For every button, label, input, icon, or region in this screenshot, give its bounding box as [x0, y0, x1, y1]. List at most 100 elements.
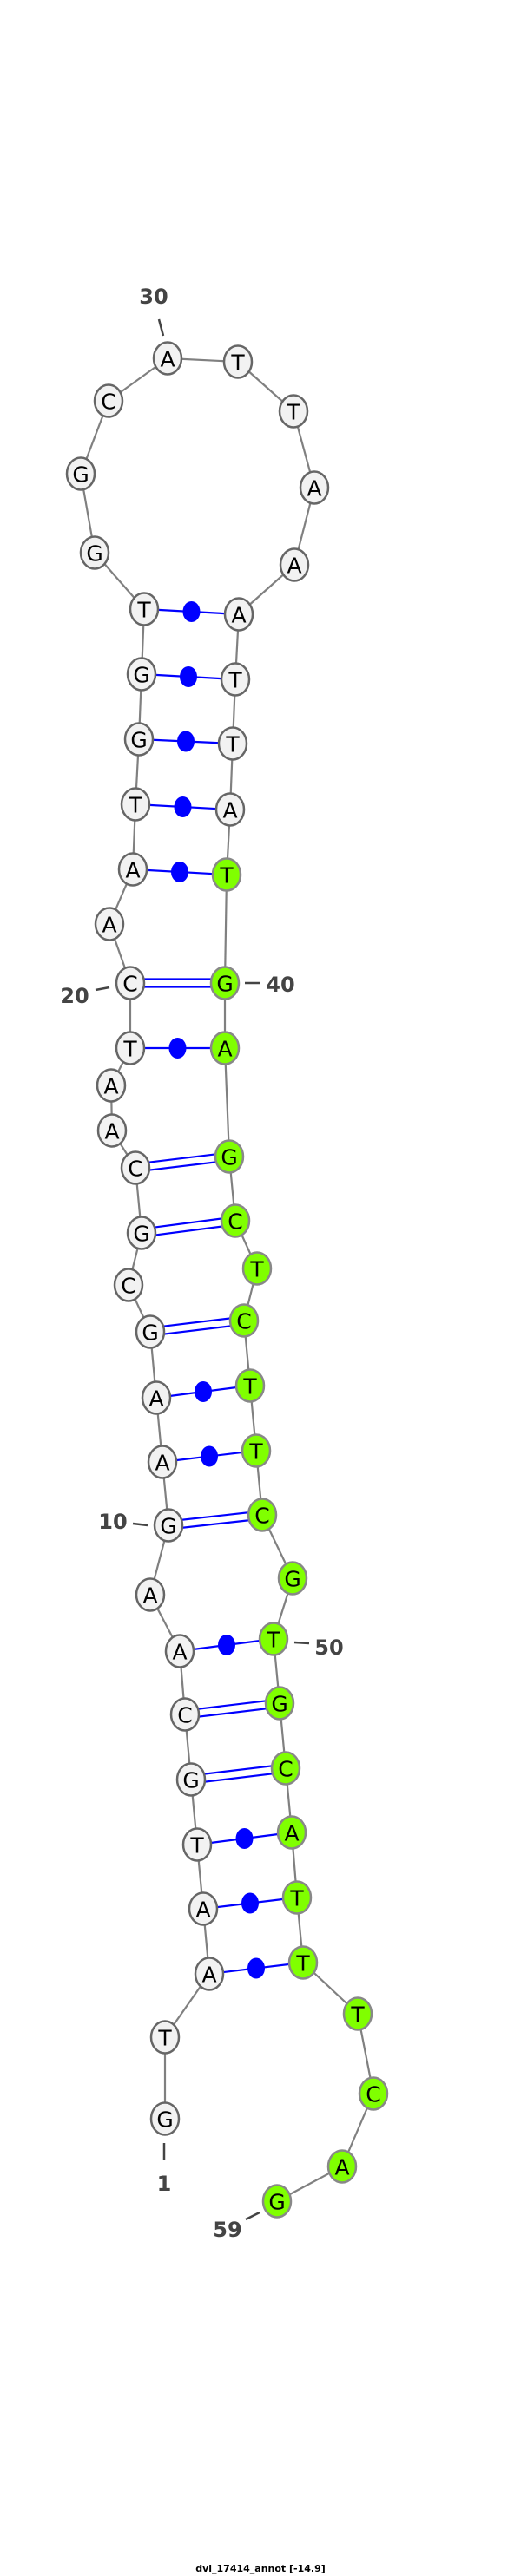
- nucleotide-20: C: [115, 966, 146, 1000]
- nucleotide-letter: T: [230, 351, 245, 376]
- nucleotide-letter: T: [219, 863, 234, 888]
- nucleotide-circle: [217, 726, 248, 761]
- nucleotide-letter: T: [189, 1833, 204, 1858]
- nucleotide-36: T: [220, 662, 251, 697]
- nucleotide-3: A: [194, 1957, 225, 1991]
- pair-dot: [168, 1038, 187, 1059]
- nucleotide-circle: [342, 1996, 373, 2031]
- nucleotide-33: A: [299, 470, 330, 505]
- pair-bond-line: [141, 1216, 235, 1230]
- number-text: 20: [60, 984, 89, 1008]
- pair-dot: [182, 601, 201, 622]
- nucleotide-letter: A: [195, 1898, 210, 1923]
- base-pair-3-55: [208, 1957, 304, 1979]
- nucleotide-15: G: [126, 1216, 157, 1250]
- nucleotide-circle: [223, 597, 254, 632]
- nucleotide-letter: G: [271, 1692, 287, 1717]
- nucleotide-letter: T: [295, 1951, 310, 1976]
- nucleotide-letter: A: [103, 1074, 118, 1099]
- nucleotide-16: C: [120, 1150, 151, 1185]
- base-pair-7-51: [184, 1698, 280, 1720]
- nucleotide-12: A: [141, 1380, 172, 1415]
- nucleotide-letter: A: [142, 1583, 157, 1609]
- nucleotide-circle: [181, 1827, 213, 1862]
- pair-bond-line: [135, 1159, 230, 1173]
- pair-dot: [218, 1635, 235, 1655]
- nucleotide-letter: T: [122, 1037, 137, 1062]
- nucleotide-6: G: [175, 1762, 207, 1797]
- base-pair-8-50: [179, 1635, 274, 1655]
- nucleotide-letter: A: [222, 798, 237, 823]
- nucleotide-56: T: [342, 1996, 373, 2031]
- nucleotide-13: G: [135, 1314, 166, 1349]
- nucleotide-22: A: [117, 852, 148, 887]
- nucleotide-letter: T: [266, 1628, 280, 1653]
- nucleotide-letter: C: [228, 1209, 242, 1235]
- nucleotide-23: T: [120, 787, 151, 822]
- base-pair-26-35: [143, 601, 240, 622]
- nucleotide-letter: A: [104, 1119, 119, 1144]
- nucleotide-circle: [214, 792, 246, 827]
- nucleotide-38: A: [214, 792, 246, 827]
- nucleotide-1: G: [149, 2101, 181, 2136]
- base-pair-10-48: [168, 1510, 263, 1531]
- nucleotide-7: C: [169, 1697, 201, 1732]
- nucleotide-43: C: [220, 1203, 251, 1238]
- pair-dot: [171, 862, 188, 882]
- nucleotide-letter: A: [307, 476, 321, 501]
- nucleotide-letter: G: [130, 728, 147, 753]
- nucleotide-51: G: [264, 1686, 295, 1721]
- nucleotide-circle: [228, 1303, 260, 1338]
- backbone-segment: [223, 874, 228, 984]
- nucleotide-47: T: [241, 1433, 272, 1468]
- nucleotide-letter: T: [157, 2026, 172, 2051]
- nucleotide-letter: T: [289, 1886, 304, 1911]
- nucleotide-letter: C: [121, 1274, 135, 1299]
- nucleotide-circle: [299, 470, 330, 505]
- nucleotide-2: T: [149, 2020, 181, 2055]
- nucleotide-30: A: [152, 341, 183, 376]
- nucleotide-letter: G: [268, 2190, 285, 2215]
- nucleotide-letter: G: [284, 1567, 300, 1592]
- nucleotide-41: A: [209, 1031, 241, 1065]
- nucleotide-44: T: [241, 1251, 273, 1286]
- nucleotide-34: A: [279, 547, 310, 582]
- nucleotide-letter: G: [182, 1768, 199, 1793]
- base-pair-12-46: [155, 1381, 251, 1402]
- nucleotide-29: C: [93, 383, 124, 418]
- nucleotide-52: C: [270, 1751, 301, 1786]
- nucleotide-letter: G: [160, 1514, 176, 1539]
- nucleotide-letter: C: [128, 1157, 142, 1182]
- number-label-50: 50: [293, 1635, 344, 1660]
- nucleotide-37: T: [217, 726, 248, 761]
- nucleotide-letter: A: [148, 1386, 163, 1412]
- base-pair-22-39: [132, 862, 228, 882]
- base-pair-16-42: [135, 1151, 230, 1173]
- nucleotide-circle: [234, 1368, 266, 1403]
- nucleotide-letter: T: [242, 1374, 257, 1399]
- pair-bond-line: [185, 1706, 280, 1720]
- nucleotide-letter: A: [284, 1821, 299, 1846]
- nucleotide-27: G: [79, 535, 110, 570]
- nucleotide-21: A: [94, 907, 125, 941]
- nucleotide-circle: [209, 966, 241, 1000]
- number-text: 40: [266, 973, 294, 997]
- nucleotide-58: A: [326, 2149, 358, 2184]
- nucleotide-circle: [65, 456, 96, 491]
- nucleotide-circle: [152, 341, 183, 376]
- structure-title: dvi_17414_annot [-14.9]: [195, 2563, 326, 2574]
- nucleotide-55: T: [287, 1945, 319, 1980]
- nucleotide-letter: A: [334, 2155, 349, 2180]
- number-text: 10: [98, 1510, 127, 1534]
- nucleotide-letter: A: [172, 1640, 187, 1665]
- base-pairs: [130, 601, 304, 1979]
- nucleotide-28: G: [65, 456, 96, 491]
- nucleotide-42: G: [214, 1139, 245, 1174]
- nucleotide-circle: [117, 852, 148, 887]
- pair-bond-line: [142, 1223, 236, 1238]
- pair-dot: [180, 666, 197, 687]
- number-tick: [245, 2211, 260, 2221]
- nucleotide-circle: [247, 1498, 278, 1532]
